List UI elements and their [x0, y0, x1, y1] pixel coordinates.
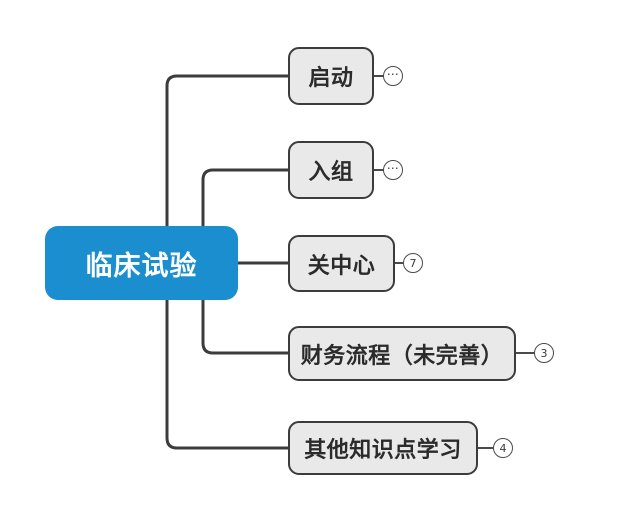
badge-guanzhongxin[interactable]: 7	[403, 253, 423, 273]
badge-label: ⋯	[386, 161, 400, 175]
root-node-label: 临床试验	[85, 250, 198, 282]
branch-node-guanzhongxin[interactable]: 关中心	[288, 235, 395, 292]
branch-node-label: 财务流程（未完善）	[300, 343, 504, 369]
branch-node-caiwuliucheng[interactable]: 财务流程（未完善）	[288, 326, 516, 381]
branch-node-label: 其他知识点学习	[304, 438, 462, 463]
branch-node-qitazhishidian[interactable]: 其他知识点学习	[288, 421, 478, 475]
badge-qidong[interactable]: ⋯	[383, 66, 403, 86]
badge-qitazhishidian[interactable]: 4	[493, 438, 513, 458]
badge-ruzu[interactable]: ⋯	[383, 160, 403, 180]
branch-node-label: 启动	[308, 66, 354, 91]
connector-qitazhishidian	[165, 263, 288, 450]
branch-node-qidong[interactable]: 启动	[288, 47, 374, 105]
connector-qidong	[165, 74, 288, 263]
badge-label: 4	[499, 441, 507, 455]
connector-ruzu	[201, 168, 288, 263]
branch-node-label: 入组	[308, 160, 354, 185]
root-node[interactable]: 临床试验	[45, 226, 238, 300]
badge-label: 3	[540, 346, 548, 360]
badge-label: ⋯	[386, 67, 400, 81]
branch-node-label: 关中心	[307, 253, 376, 279]
connector-caiwuliucheng	[201, 263, 288, 355]
badge-caiwuliucheng[interactable]: 3	[534, 343, 554, 363]
badge-label: 7	[409, 256, 417, 270]
branch-node-ruzu[interactable]: 入组	[288, 141, 374, 199]
